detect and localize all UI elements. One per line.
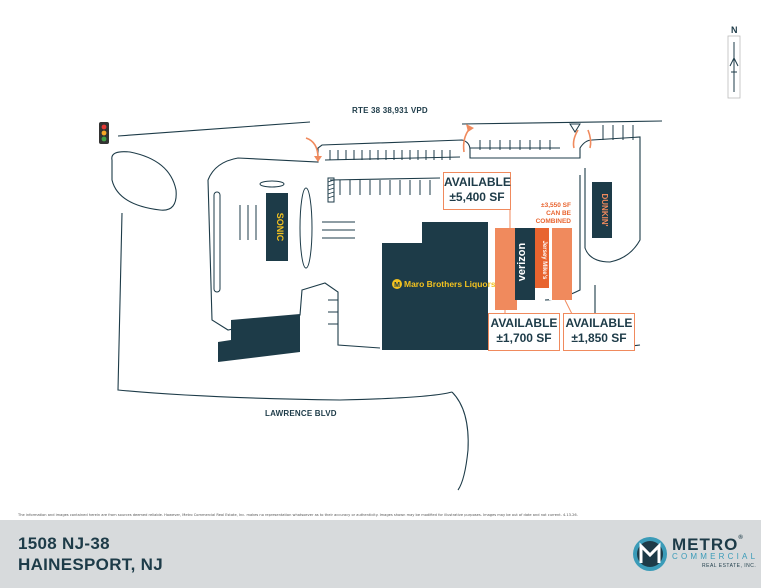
property-boundary-left <box>117 212 453 401</box>
available-space-1850 <box>552 228 572 300</box>
parking-field-outline <box>207 136 641 218</box>
combined-note: ±3,550 SF CAN BE COMBINED <box>516 202 571 226</box>
parking-inner-outline <box>207 179 381 349</box>
yield-sign <box>569 123 581 133</box>
available-5400-line2: ±5,400 SF <box>449 190 505 204</box>
lawrence-access-road <box>451 391 469 491</box>
logo-commercial-text: COMMERCIAL <box>672 552 759 561</box>
jersey-mikes-label: Jersey Mike's <box>541 241 547 280</box>
parking-island-left <box>213 191 221 293</box>
lawrence-blvd-label: LAWRENCE BLVD <box>265 409 337 418</box>
rte38-road-edge-right <box>461 120 663 125</box>
sonic-building <box>266 193 288 261</box>
combined-line1: ±3,550 SF <box>541 202 571 209</box>
maro-brothers-label: Maro Brothers Liquors <box>404 279 496 289</box>
leader-1850 <box>564 299 573 315</box>
stall-ticks-top <box>329 150 451 160</box>
combined-line2: CAN BE COMBINED <box>535 210 571 225</box>
available-1700-callout: AVAILABLE ±1,700 SF <box>488 313 560 351</box>
verizon-label: verizon <box>516 242 528 281</box>
dunkin-building <box>592 182 612 238</box>
logo-registered-mark: ® <box>738 535 744 541</box>
available-1850-line2: ±1,850 SF <box>571 331 627 345</box>
stall-ticks-top-right <box>479 140 551 150</box>
available-1850-line1: AVAILABLE <box>565 316 633 330</box>
maro-brothers-building <box>382 222 488 350</box>
entrance-island <box>111 151 177 211</box>
parking-island-center <box>299 187 313 269</box>
dunkin-label: DUNKIN' <box>600 193 609 226</box>
address-line2: HAINESPORT, NJ <box>18 555 163 574</box>
rte38-road-edge <box>117 121 311 137</box>
entry-arrow-right <box>572 129 592 149</box>
available-1700-line2: ±1,700 SF <box>496 331 552 345</box>
logo-metro-text: METRO® <box>672 535 744 555</box>
entry-arrow-center <box>462 127 471 153</box>
verizon-space <box>515 228 535 300</box>
right-loop-road <box>584 168 641 263</box>
arrowhead-left <box>314 156 322 162</box>
hatch-lines <box>327 179 335 199</box>
compass-north-label: N <box>731 25 738 35</box>
parking-island-top <box>259 180 285 188</box>
stall-ticks-sonic-row <box>239 205 257 240</box>
metro-logo-icon <box>633 537 667 571</box>
rte38-label: RTE 38 38,931 VPD <box>352 106 428 115</box>
site-plan-map: SONIC verizon Jersey Mike's DUNKIN' M Ma… <box>99 35 741 491</box>
parking-row-mid <box>329 177 441 181</box>
parking-row-top <box>324 147 560 161</box>
disclaimer-text: The information and images contained her… <box>18 513 578 517</box>
arrowhead-center <box>466 124 474 132</box>
stall-ticks-mid <box>339 180 431 195</box>
storefront-strip <box>549 228 552 300</box>
north-arrow-icon <box>727 35 741 99</box>
pad-building-lower-left <box>218 314 300 362</box>
stall-ticks-right <box>602 125 634 140</box>
available-space-1700 <box>495 228 517 310</box>
available-5400-callout: AVAILABLE ±5,400 SF <box>443 172 511 210</box>
address-line1: 1508 NJ-38 <box>18 534 110 553</box>
logo-real-estate-text: REAL ESTATE, INC. <box>702 563 757 569</box>
available-1850-callout: AVAILABLE ±1,850 SF <box>563 313 635 351</box>
stall-ticks-lower <box>328 299 338 325</box>
jersey-mikes-space <box>533 228 553 288</box>
maro-logo-icon <box>392 279 402 289</box>
logo-metro-word: METRO <box>672 535 739 554</box>
sonic-label: SONIC <box>275 213 285 242</box>
entry-arrow-left <box>305 137 319 159</box>
available-1700-line1: AVAILABLE <box>490 316 558 330</box>
available-5400-line1: AVAILABLE <box>444 175 511 189</box>
maro-logo-letter: M <box>394 282 400 289</box>
stall-ticks-center <box>322 221 355 239</box>
